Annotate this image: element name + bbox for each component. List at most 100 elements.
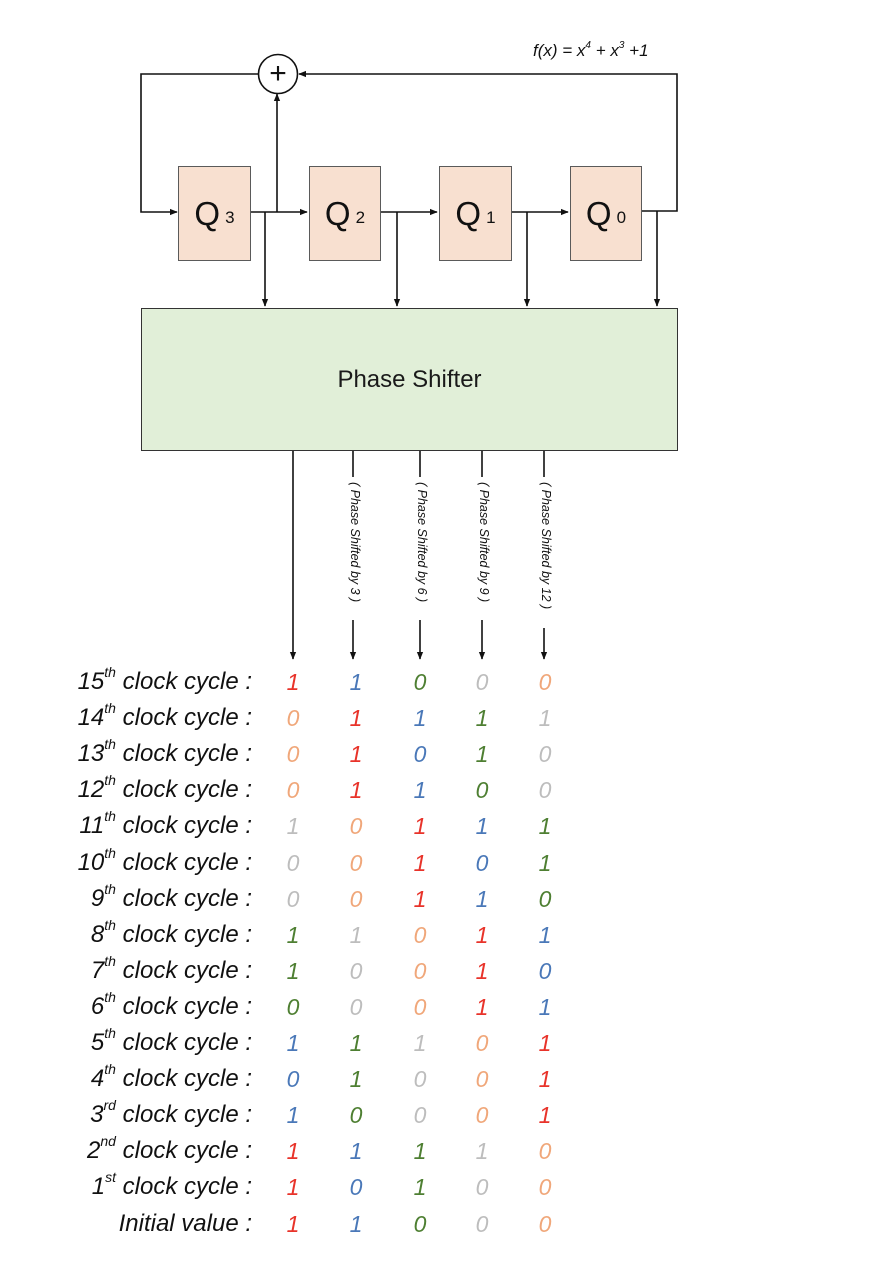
- bit-value: 1: [349, 741, 363, 768]
- bit-value: 0: [413, 1066, 427, 1093]
- bit-value: 1: [413, 885, 427, 912]
- bit-value: 0: [349, 1102, 363, 1129]
- bit-value: 1: [349, 1138, 363, 1165]
- bit-value: 0: [475, 1066, 489, 1093]
- cycle-number: 1: [91, 1173, 106, 1201]
- bit-value: 1: [413, 1030, 427, 1056]
- row-label-text: clock cycle :: [115, 704, 252, 732]
- register-index: 0: [616, 207, 627, 227]
- row-label-text: clock cycle :: [115, 992, 252, 1020]
- bit-value: 1: [286, 1210, 300, 1237]
- bit-value: 0: [475, 777, 489, 804]
- register-index: 2: [355, 207, 366, 227]
- bit-value: 0: [538, 885, 552, 912]
- row-label: 14th clock cycle :: [0, 701, 252, 732]
- bit-value: 1: [538, 1066, 552, 1093]
- bit-value: 1: [286, 813, 300, 840]
- bit-value: 1: [475, 885, 489, 912]
- row-label-text: clock cycle :: [115, 1173, 252, 1201]
- xor-gate-circle: [257, 53, 299, 95]
- cycle-ordinal-suffix: th: [104, 952, 116, 969]
- row-label: 1st clock cycle :: [0, 1170, 252, 1201]
- bit-value: 0: [538, 777, 552, 804]
- row-label: 2nd clock cycle :: [0, 1134, 252, 1165]
- row-label-text: clock cycle :: [115, 668, 252, 695]
- row-label-text: clock cycle :: [115, 848, 252, 876]
- bit-value: 1: [349, 921, 363, 948]
- bit-value: 0: [349, 957, 363, 984]
- cycle-ordinal-suffix: rd: [103, 1097, 116, 1114]
- bit-value: 0: [475, 1102, 489, 1129]
- bit-value: 0: [538, 957, 552, 984]
- row-label: 3rd clock cycle :: [0, 1098, 252, 1129]
- bit-value: 0: [286, 885, 300, 912]
- register-index: 3: [225, 207, 235, 227]
- row-label: 5th clock cycle :: [0, 1026, 252, 1057]
- bit-value: 0: [286, 777, 300, 804]
- cycle-ordinal-suffix: nd: [100, 1133, 116, 1150]
- cycle-number: 14: [77, 704, 105, 732]
- row-label-text: clock cycle :: [115, 884, 252, 912]
- bit-value: 1: [413, 1138, 427, 1165]
- cycle-number: 8: [90, 920, 105, 948]
- xor-output-line: [140, 73, 258, 216]
- row-label-text: clock cycle :: [115, 812, 252, 840]
- bit-value: 1: [538, 921, 552, 948]
- cycle-number: 10: [77, 848, 105, 876]
- bit-value: 1: [538, 1030, 552, 1056]
- cycle-number: 12: [77, 776, 105, 804]
- row-label-text: Initial value :: [118, 1209, 252, 1237]
- bit-value: 1: [349, 669, 363, 695]
- bit-value: 0: [413, 741, 427, 768]
- bit-value: 1: [286, 921, 300, 948]
- bit-value: 1: [475, 705, 489, 732]
- polynomial-formula: f(x) = x4 + x3 +1: [533, 40, 649, 60]
- bit-value: 0: [349, 1174, 363, 1201]
- bit-value: 0: [349, 993, 363, 1020]
- bit-value: 0: [475, 1210, 489, 1237]
- row-label-text: clock cycle :: [115, 1029, 252, 1056]
- bit-value: 0: [349, 849, 363, 876]
- phase-shifter-box: Phase Shifter: [141, 308, 678, 451]
- bit-value: 1: [413, 777, 427, 804]
- bit-value: 1: [538, 705, 552, 732]
- row-label-text: clock cycle :: [115, 956, 252, 984]
- bit-value: 1: [475, 993, 489, 1020]
- cycle-ordinal-suffix: th: [104, 700, 116, 717]
- bit-value: 1: [475, 813, 489, 840]
- bit-value: 0: [413, 921, 427, 948]
- register-letter: Q: [194, 194, 221, 232]
- bit-value: 1: [286, 669, 300, 695]
- phase-shifter-label: Phase Shifter: [337, 365, 482, 393]
- bit-value: 0: [413, 993, 427, 1020]
- bit-value: 0: [413, 669, 427, 695]
- cycle-ordinal-suffix: th: [104, 736, 116, 753]
- cycle-number: 4: [90, 1065, 105, 1093]
- row-label: Initial value :: [0, 1210, 252, 1238]
- bit-value: 1: [286, 1030, 300, 1056]
- cycle-number: 13: [77, 740, 105, 768]
- row-label: 6th clock cycle :: [0, 990, 252, 1021]
- bit-value: 1: [413, 1174, 427, 1201]
- row-label: 4th clock cycle :: [0, 1062, 252, 1093]
- bit-value: 1: [286, 1174, 300, 1201]
- cycle-ordinal-suffix: th: [104, 916, 116, 933]
- bit-value: 0: [475, 1174, 489, 1201]
- row-label-text: clock cycle :: [115, 1101, 252, 1129]
- bit-value: 0: [538, 1174, 552, 1201]
- cycle-ordinal-suffix: th: [104, 808, 116, 825]
- bit-value: 1: [349, 705, 363, 732]
- bit-value: 0: [286, 1066, 300, 1093]
- cycle-ordinal-suffix: th: [104, 664, 116, 680]
- bit-value: 1: [413, 849, 427, 876]
- row-label-text: clock cycle :: [115, 1065, 252, 1093]
- bit-value: 0: [413, 957, 427, 984]
- bit-value: 1: [538, 993, 552, 1020]
- register-letter: Q: [585, 194, 612, 232]
- bit-value: 1: [475, 957, 489, 984]
- row-label: 9th clock cycle :: [0, 882, 252, 913]
- cycle-number: 5: [90, 1029, 105, 1056]
